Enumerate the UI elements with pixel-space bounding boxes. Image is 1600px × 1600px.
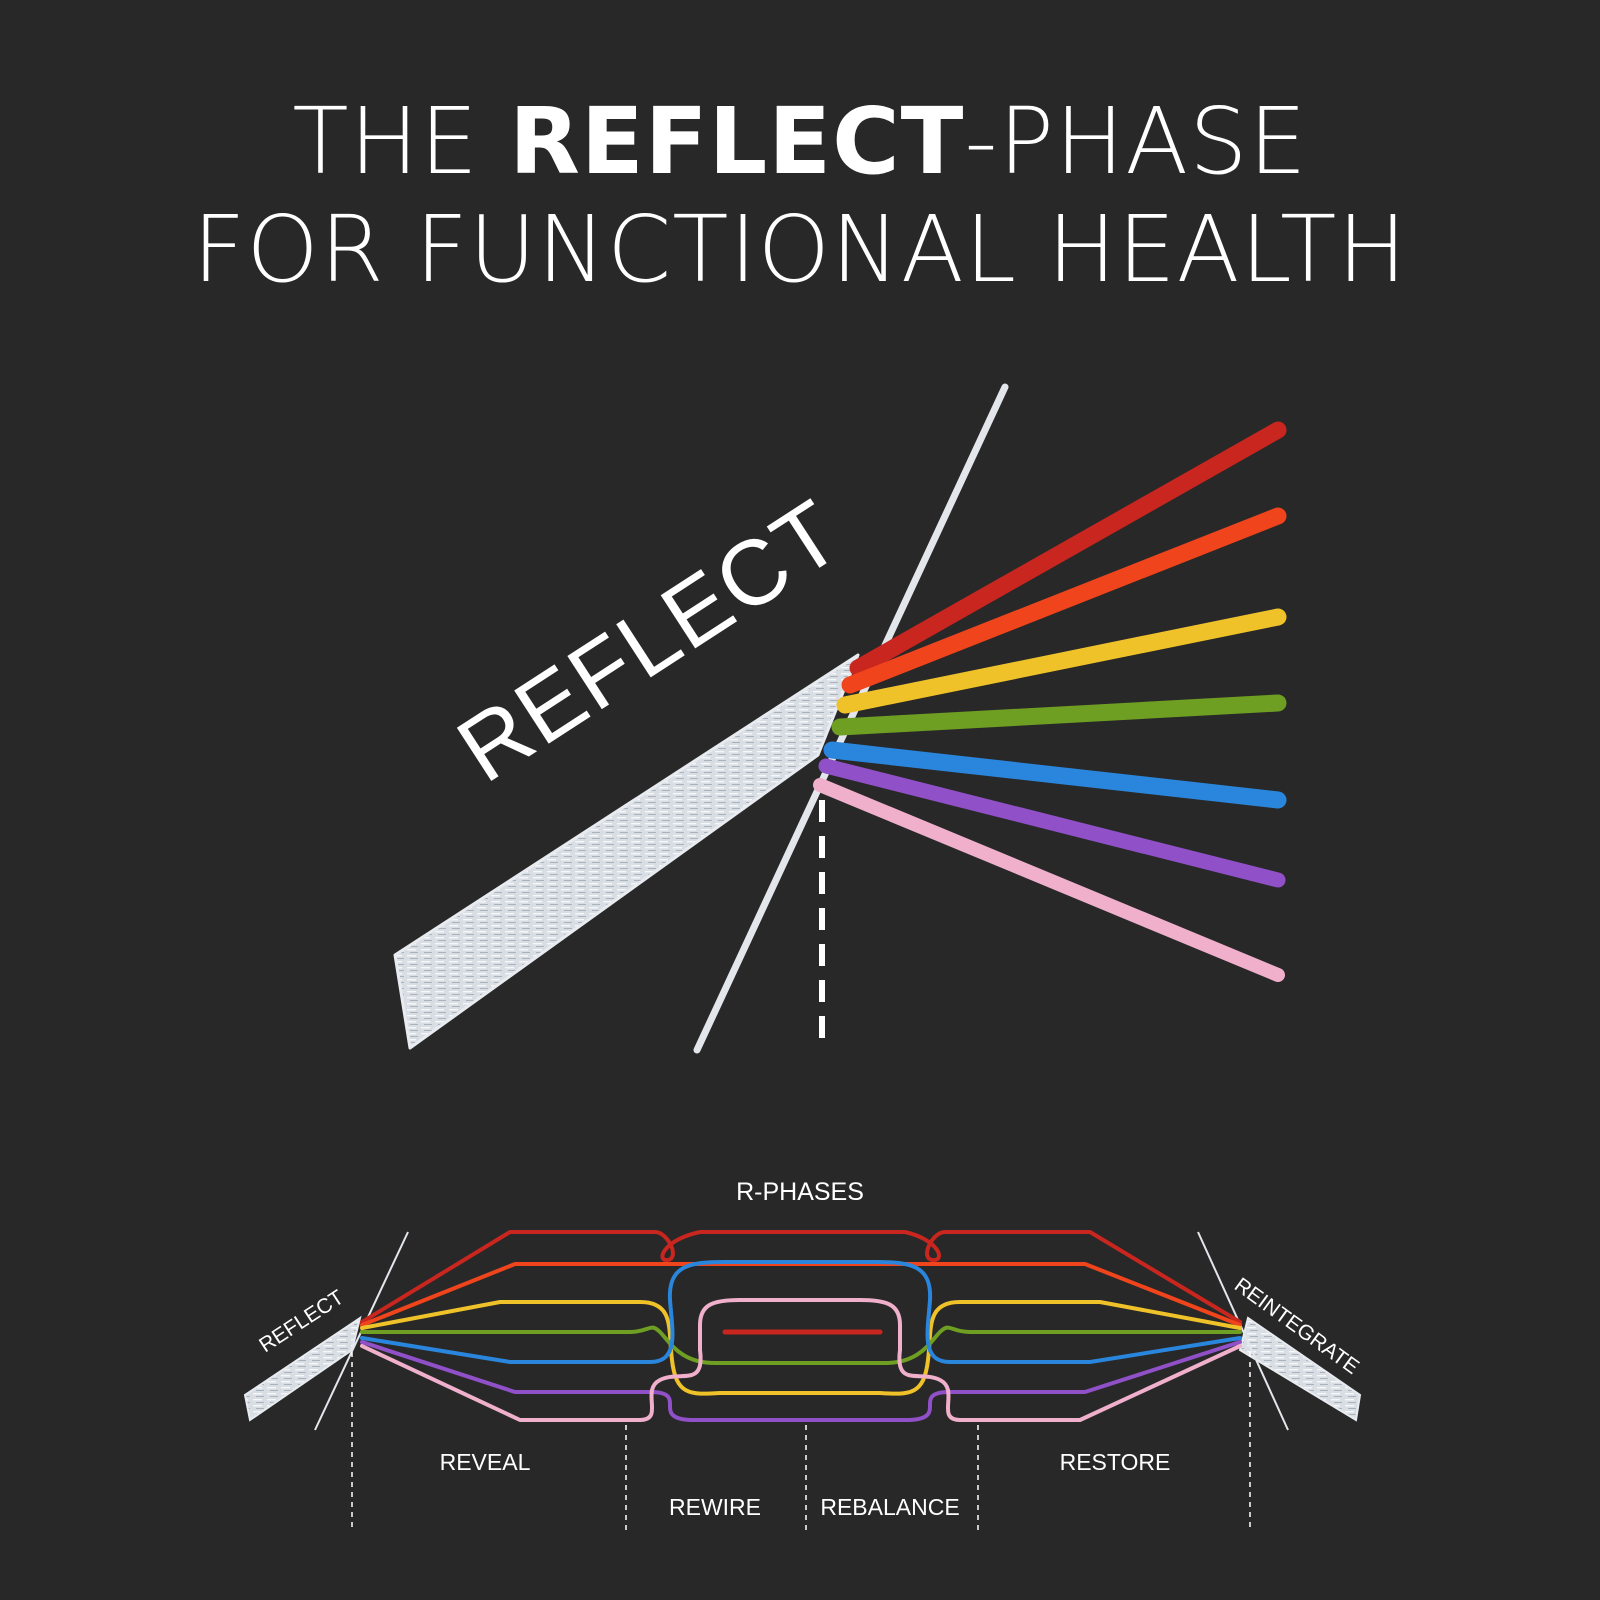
path-pink (360, 1298, 1242, 1422)
ray-yellow (836, 608, 1287, 714)
ray-blue (823, 741, 1287, 809)
phase-label-reveal: REVEAL (440, 1449, 531, 1475)
r-phases-diagram: R-PHASES REFLECT REINTEGRATE (243, 1178, 1363, 1530)
phase-label-rewire: REWIRE (669, 1494, 761, 1520)
title-post: -PHASE (964, 88, 1308, 195)
right-prism-edge (1197, 1231, 1289, 1431)
path-purple (360, 1340, 1242, 1422)
page-title: THE REFLECT-PHASE FOR FUNCTIONAL HEALTH (0, 88, 1600, 304)
phase-label-rebalance: REBALANCE (820, 1494, 959, 1520)
right-white-beam (1238, 1316, 1362, 1422)
path-green (360, 1325, 1242, 1365)
ray-pink (813, 778, 1285, 982)
title-line-1: THE REFLECT-PHASE (0, 88, 1600, 196)
title-bold: REFLECT (509, 88, 965, 195)
phase-dividers (351, 1352, 1251, 1530)
path-yellow (360, 1300, 1242, 1396)
path-blue (360, 1260, 1242, 1364)
white-light-beam (393, 653, 860, 1050)
ray-orange (841, 507, 1287, 694)
phase-label-restore: RESTORE (1060, 1449, 1171, 1475)
ray-red (849, 421, 1287, 677)
path-red (360, 1230, 1242, 1324)
r-phases-header: R-PHASES (736, 1178, 864, 1206)
ray-green (831, 694, 1287, 736)
woven-paths (360, 1230, 1242, 1422)
ray-purple (818, 758, 1286, 888)
path-orange (360, 1262, 1242, 1327)
spectrum-rays (813, 421, 1287, 982)
main-prism: REFLECT (393, 383, 1287, 1054)
title-line-2: FOR FUNCTIONAL HEALTH (192, 196, 1408, 303)
title-pre: THE (292, 88, 510, 195)
